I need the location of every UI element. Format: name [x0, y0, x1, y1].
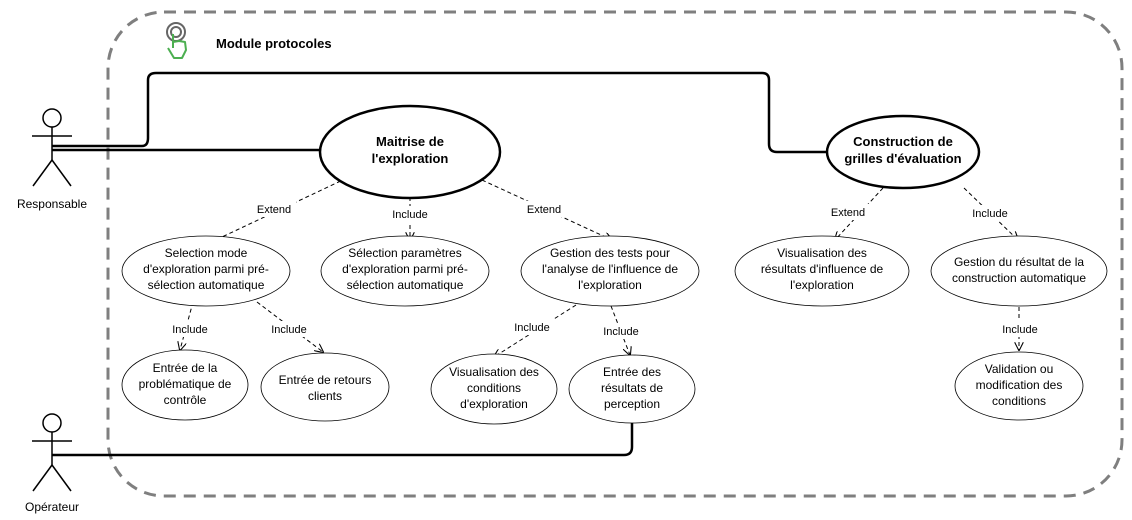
- use-case-text-line: Selection mode: [165, 246, 248, 260]
- actor-responsable[interactable]: Responsable: [17, 108, 87, 211]
- use-case-maitrise[interactable]: Maitrise de l'exploration: [318, 104, 502, 200]
- use-case-text-line: Sélection paramètres: [348, 246, 461, 260]
- relation-label-include: Include: [172, 324, 207, 336]
- use-case-text-line: Validation ou: [985, 362, 1054, 376]
- relation-label-include: Include: [271, 324, 306, 336]
- arrow-include-entree-resultats: [610, 305, 630, 355]
- relation-label-extend: Extend: [257, 204, 291, 216]
- use-case-construction[interactable]: Construction de grilles d'évaluation: [825, 114, 981, 190]
- use-case-text-line: l'exploration: [790, 278, 854, 292]
- use-case-text-line: grilles d'évaluation: [844, 151, 961, 166]
- use-case-text-line: problématique de: [139, 377, 232, 391]
- use-case-text-line: Entrée de la: [153, 361, 218, 375]
- use-case-text-line: conditions: [992, 394, 1046, 408]
- use-case-text-line: Gestion du résultat de la: [954, 255, 1084, 269]
- module-title: Module protocoles: [216, 36, 332, 51]
- actor-operateur[interactable]: Opérateur: [25, 413, 79, 514]
- use-case-text-line: l'analyse de l'influence de: [542, 262, 678, 276]
- touch-hand-icon: [166, 22, 187, 59]
- use-case-text-line: d'exploration parmi pré-: [143, 262, 269, 276]
- use-case-selection-mode[interactable]: Selection mode d'exploration parmi pré-sé…: [121, 235, 291, 307]
- relation-label-include: Include: [972, 208, 1007, 220]
- use-case-text-line: l'exploration: [372, 151, 449, 166]
- use-case-text-line: sélection automatique: [347, 278, 464, 292]
- use-case-text-line: Gestion des tests pour: [550, 246, 670, 260]
- relation-label-extend: Extend: [831, 207, 865, 219]
- actor-label: Opérateur: [25, 500, 79, 514]
- relation-label-include: Include: [1002, 324, 1037, 336]
- use-case-text-line: d'exploration parmi pré-: [342, 262, 468, 276]
- use-case-text-line: perception: [604, 397, 660, 411]
- use-case-text-line: conditions: [467, 381, 521, 395]
- relation-label-include: Include: [603, 326, 638, 338]
- use-case-entree-retours[interactable]: Entrée de retours clients: [260, 352, 390, 422]
- use-case-text-line: Maitrise de: [376, 134, 444, 149]
- use-case-gestion-resultat[interactable]: Gestion du résultat de la construction au…: [930, 235, 1108, 307]
- arrow-include-visualisation-conditions: [494, 304, 577, 357]
- use-case-validation[interactable]: Validation ou modification des conditions: [954, 351, 1084, 421]
- use-case-text-line: Construction de: [853, 134, 953, 149]
- actor-label: Responsable: [17, 197, 87, 211]
- stick-figure-icon: [32, 108, 72, 187]
- svg-text:Maitrise del'exploration: Maitrise de l'exploration: [372, 134, 449, 166]
- use-case-text-line: Entrée des: [603, 365, 661, 379]
- use-case-text-line: contrôle: [164, 393, 207, 407]
- association-operateur-entree-resultats: [52, 422, 634, 457]
- use-case-visualisation-resultats[interactable]: Visualisation des résultats d'influence d…: [734, 235, 910, 307]
- use-case-text-line: résultats d'influence de: [761, 262, 884, 276]
- relation-label-include: Include: [514, 322, 549, 334]
- use-case-text-line: Entrée de retours: [279, 373, 372, 387]
- stick-figure-icon: [32, 413, 72, 492]
- use-case-text-line: Visualisation des: [449, 365, 539, 379]
- use-case-visualisation-conditions[interactable]: Visualisation des conditions d'exploration: [430, 353, 558, 425]
- use-case-text-line: résultats de: [601, 381, 663, 395]
- relation-label-extend: Extend: [527, 204, 561, 216]
- use-case-text-line: construction automatique: [952, 271, 1086, 285]
- use-case-selection-parametres[interactable]: Sélection paramètres d'exploration parmi …: [320, 235, 490, 307]
- relation-label-include: Include: [392, 209, 427, 221]
- use-case-text-line: clients: [308, 389, 342, 403]
- association-responsable-construction: [52, 71, 826, 154]
- relation-labels: Extend Include Extend Extend Include Inc…: [166, 201, 1044, 339]
- module-boundary: [106, 10, 1124, 498]
- use-case-gestion-tests[interactable]: Gestion des tests pour l'analyse de l'inf…: [520, 235, 700, 307]
- use-case-text-line: d'exploration: [460, 397, 528, 411]
- use-case-text-line: l'exploration: [578, 278, 642, 292]
- use-case-text-line: modification des: [976, 378, 1063, 392]
- use-case-entree-resultats[interactable]: Entrée des résultats de perception: [568, 354, 696, 424]
- use-case-entree-problematique[interactable]: Entrée de la problématique de contrôle: [121, 349, 249, 421]
- use-case-text-line: Visualisation des: [777, 246, 867, 260]
- use-case-text-line: sélection automatique: [148, 278, 265, 292]
